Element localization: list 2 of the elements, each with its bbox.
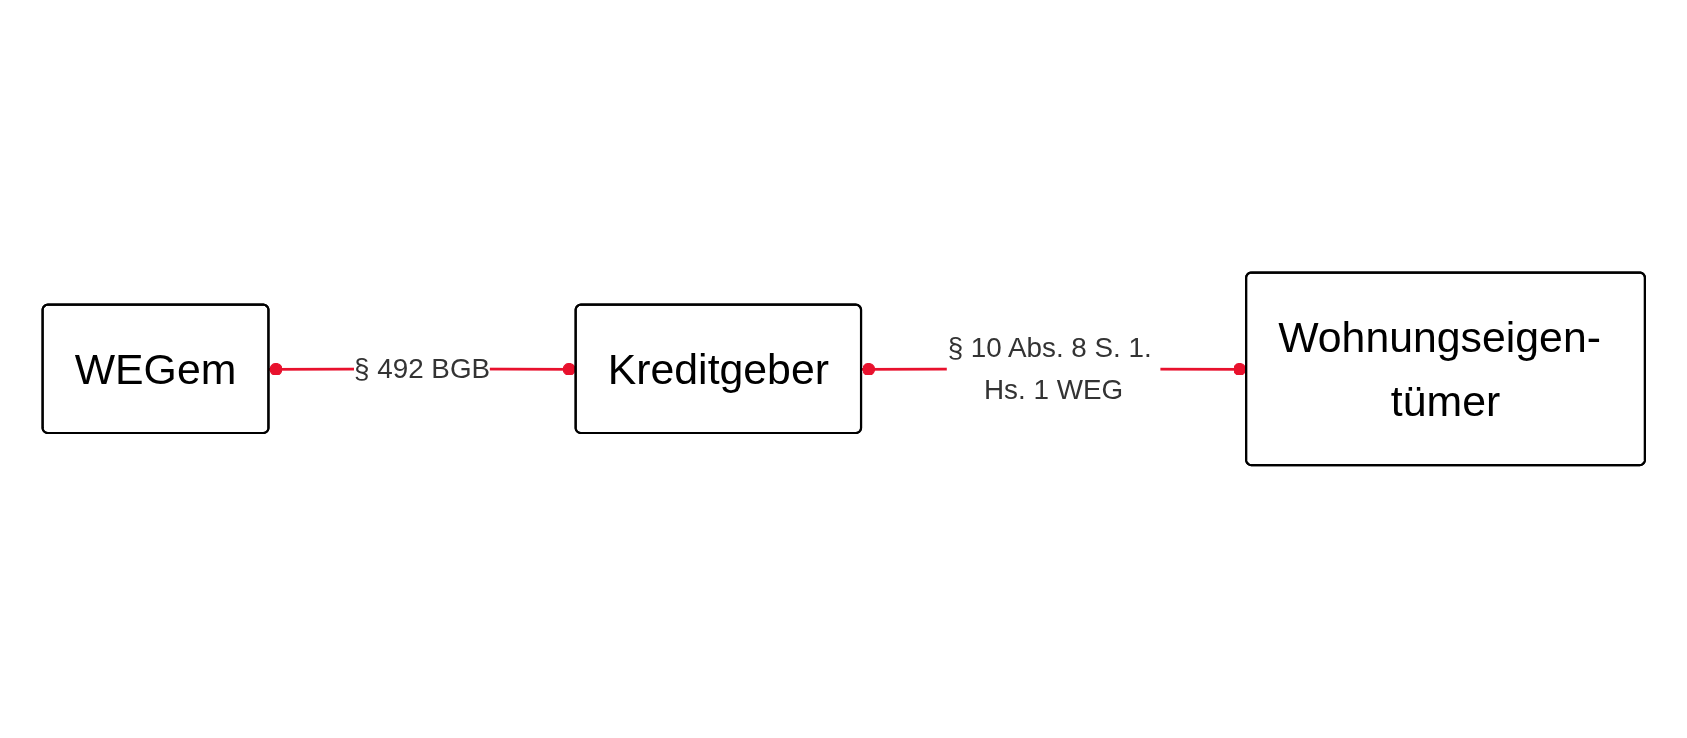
- edge-label: § 492 BGB: [353, 352, 490, 385]
- edge-label: § 10 Abs. 8 S. 1. Hs. 1 WEG: [947, 331, 1152, 406]
